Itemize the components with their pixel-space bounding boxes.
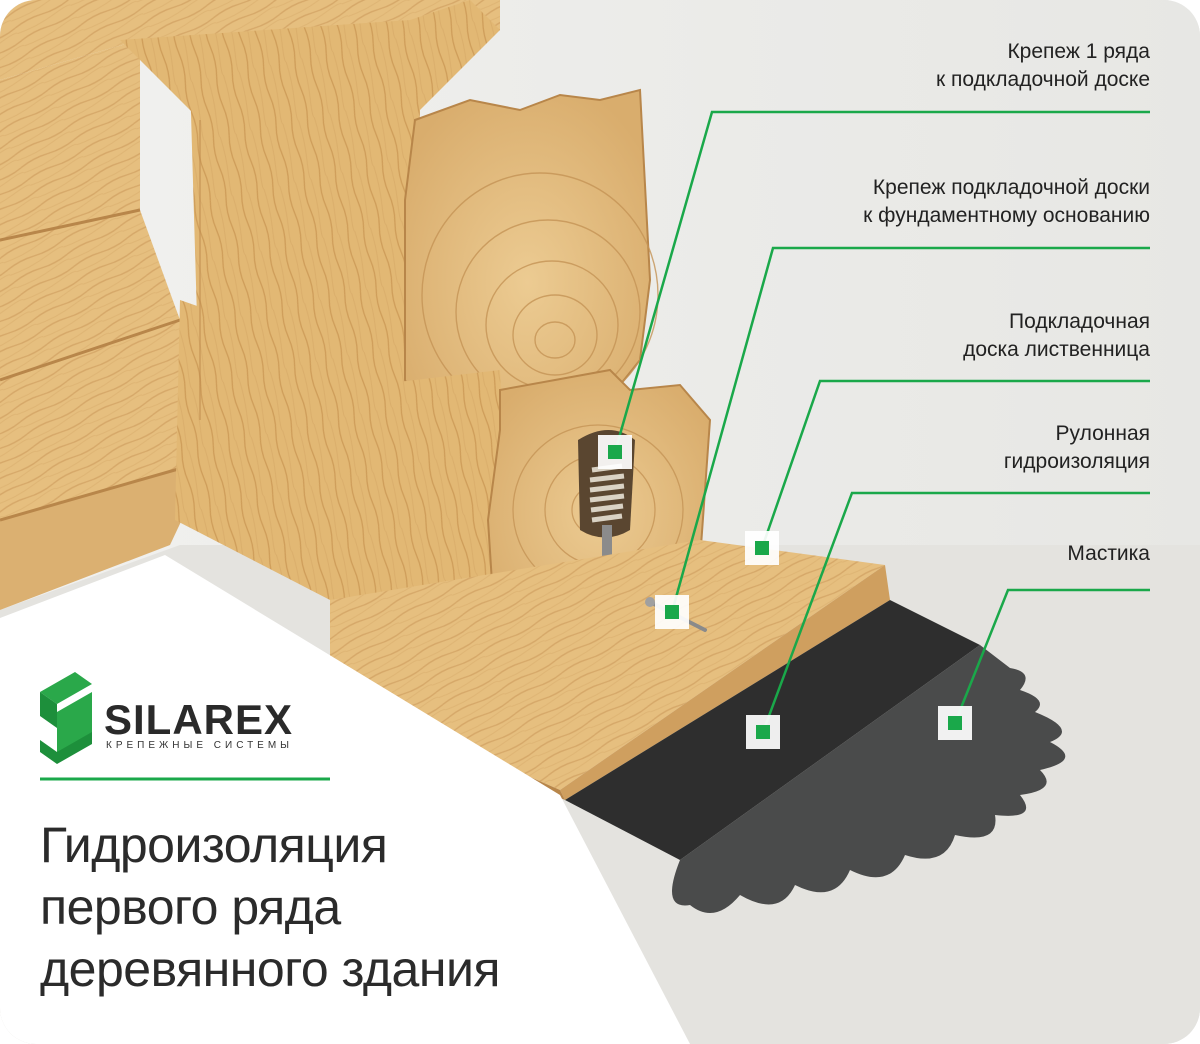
- page-title: Гидроизоляция первого ряда деревянного з…: [40, 814, 500, 1000]
- title-line: Гидроизоляция: [40, 817, 388, 873]
- callout-text: к фундаментному основанию: [863, 204, 1150, 227]
- callout-text: Мастика: [1067, 542, 1150, 565]
- callout-label-mastic: Мастика: [1067, 540, 1150, 568]
- callout-text: Крепеж подкладочной доски: [872, 176, 1150, 199]
- upper-logs: [120, 0, 500, 600]
- callout-text: к подкладочной доске: [935, 68, 1150, 91]
- leader-fastener-first-row: [613, 110, 1150, 453]
- title-line: первого ряда: [40, 879, 341, 935]
- marker-fastener-base-board: [655, 595, 689, 629]
- callout-label-roll-waterproofing: Рулонная гидроизоляция: [1004, 420, 1150, 476]
- title-line: деревянного здания: [40, 941, 500, 997]
- leader-roll-waterproofing: [761, 491, 1150, 733]
- leader-base-board: [760, 379, 1150, 549]
- title-panel: [0, 555, 690, 1044]
- marker-base-board: [745, 531, 779, 565]
- callout-text: Подкладочная: [1009, 310, 1150, 333]
- callout-text: Рулонная: [1055, 422, 1150, 445]
- marker-roll-waterproofing: [746, 715, 780, 749]
- silarex-s-mark-icon: [40, 672, 92, 764]
- brand-name: SILAREX: [104, 696, 294, 743]
- marker-fastener-first-row: [598, 435, 632, 469]
- callout-text: доска лиственница: [963, 338, 1150, 361]
- callout-text: гидроизоляция: [1003, 450, 1150, 473]
- callout-label-base-board: Подкладочная доска лиственница: [963, 308, 1150, 364]
- callout-markers: [598, 435, 972, 749]
- brand-tagline: КРЕПЕЖНЫЕ СИСТЕМЫ: [106, 740, 294, 751]
- callout-label-fastener-base-board: Крепеж подкладочной доски к фундаментном…: [863, 174, 1150, 230]
- callout-label-fastener-first-row: Крепеж 1 ряда к подкладочной доске: [936, 38, 1150, 94]
- leader-mastic: [953, 588, 1150, 724]
- callout-text: Крепеж 1 ряда: [1007, 40, 1150, 63]
- callout-leaders: [613, 110, 1150, 733]
- log-wall-left: [0, 0, 500, 610]
- leader-fastener-base-board: [670, 246, 1150, 613]
- marker-mastic: [938, 706, 972, 740]
